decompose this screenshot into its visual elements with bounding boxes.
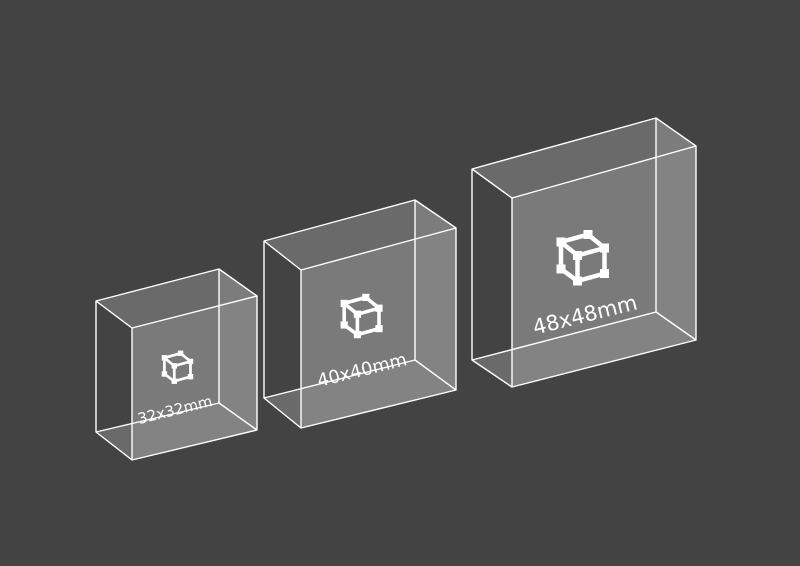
- cube-wireframe-icon: [161, 350, 194, 384]
- block-40x40: 40x40mm: [263, 199, 457, 429]
- cube-wireframe-icon: [340, 293, 383, 339]
- block-back-face: [96, 269, 257, 328]
- block-edges: [471, 117, 697, 388]
- block-48x48: 48x48mm: [471, 117, 697, 388]
- block-back-face: [472, 118, 696, 198]
- block-back-face: [264, 200, 456, 270]
- block-front-face: [132, 296, 257, 460]
- block-32x32: 32x32mm: [95, 268, 258, 461]
- cube-wireframe-icon: [556, 230, 609, 286]
- block-edges: [95, 268, 258, 461]
- block-edges: [263, 199, 457, 429]
